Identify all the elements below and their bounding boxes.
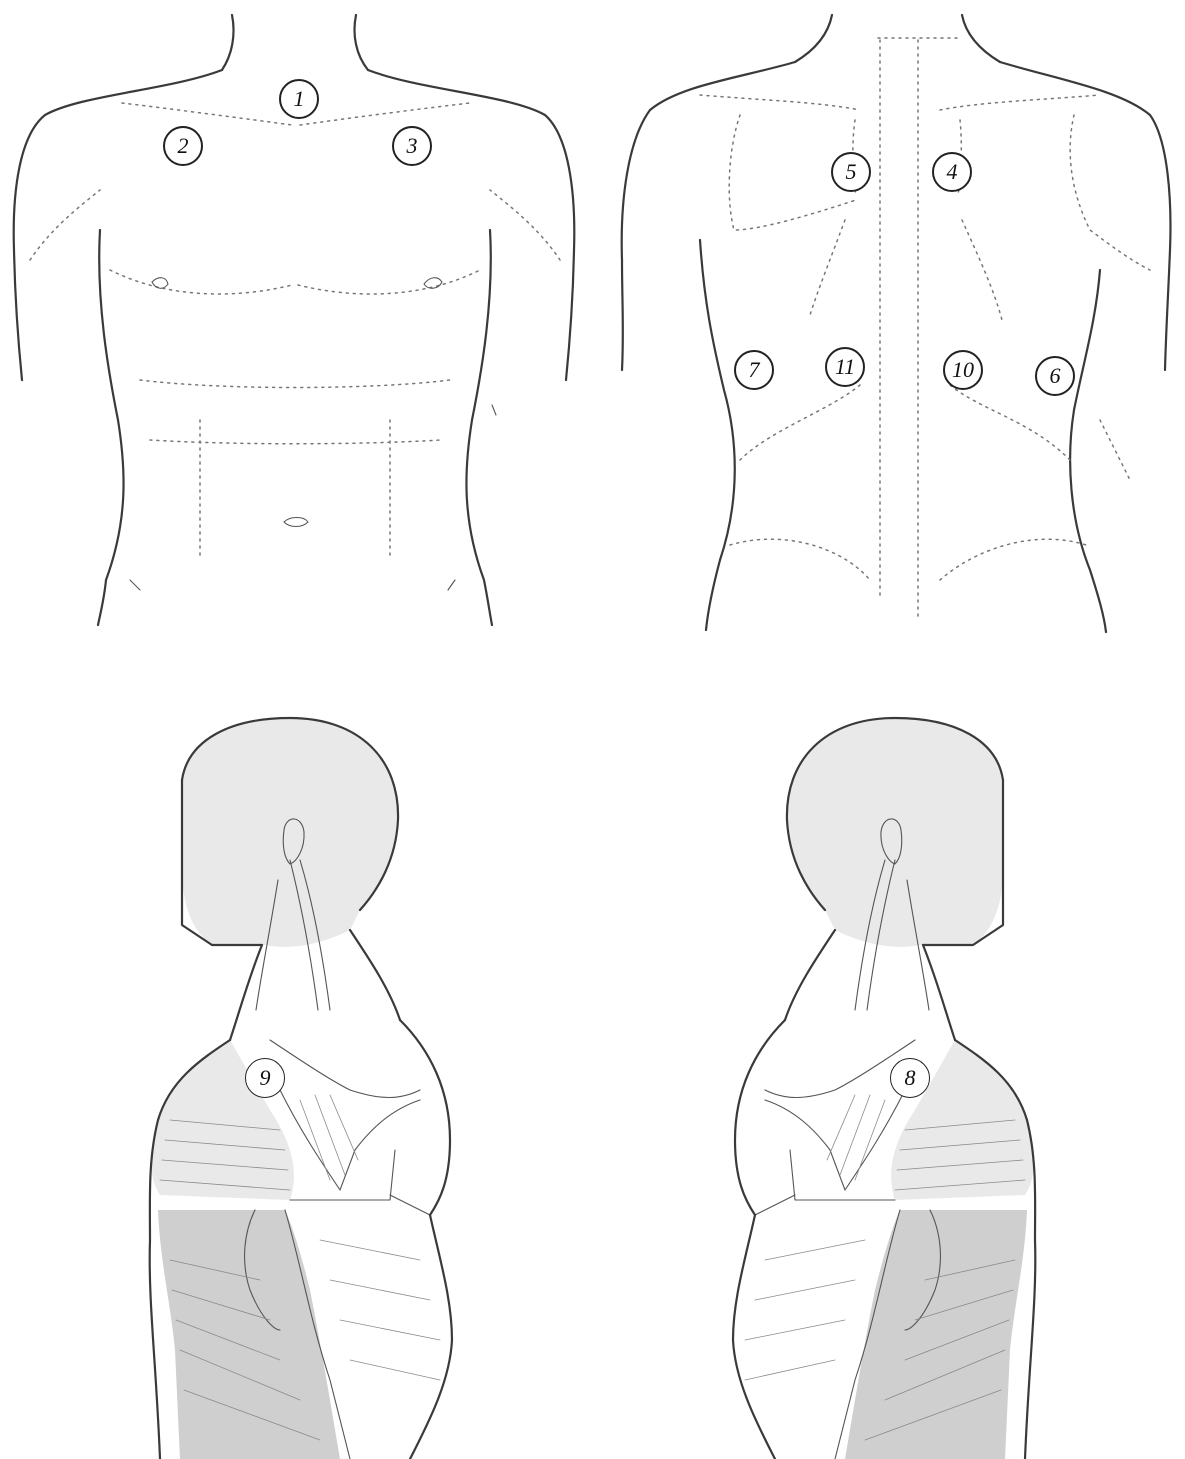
marker-7: 7 <box>734 350 774 390</box>
marker-6: 6 <box>1035 356 1075 396</box>
marker-5: 5 <box>831 152 871 192</box>
right-side-anatomy-drawing <box>733 718 1035 1459</box>
left-side-anatomy-drawing <box>150 718 452 1459</box>
back-torso-drawing <box>622 15 1171 632</box>
marker-8: 8 <box>890 1058 930 1098</box>
marker-9: 9 <box>245 1058 285 1098</box>
marker-11: 11 <box>825 347 865 387</box>
marker-2: 2 <box>163 126 203 166</box>
marker-10: 10 <box>943 350 983 390</box>
marker-1: 1 <box>279 79 319 119</box>
marker-3: 3 <box>392 126 432 166</box>
marker-4: 4 <box>932 152 972 192</box>
